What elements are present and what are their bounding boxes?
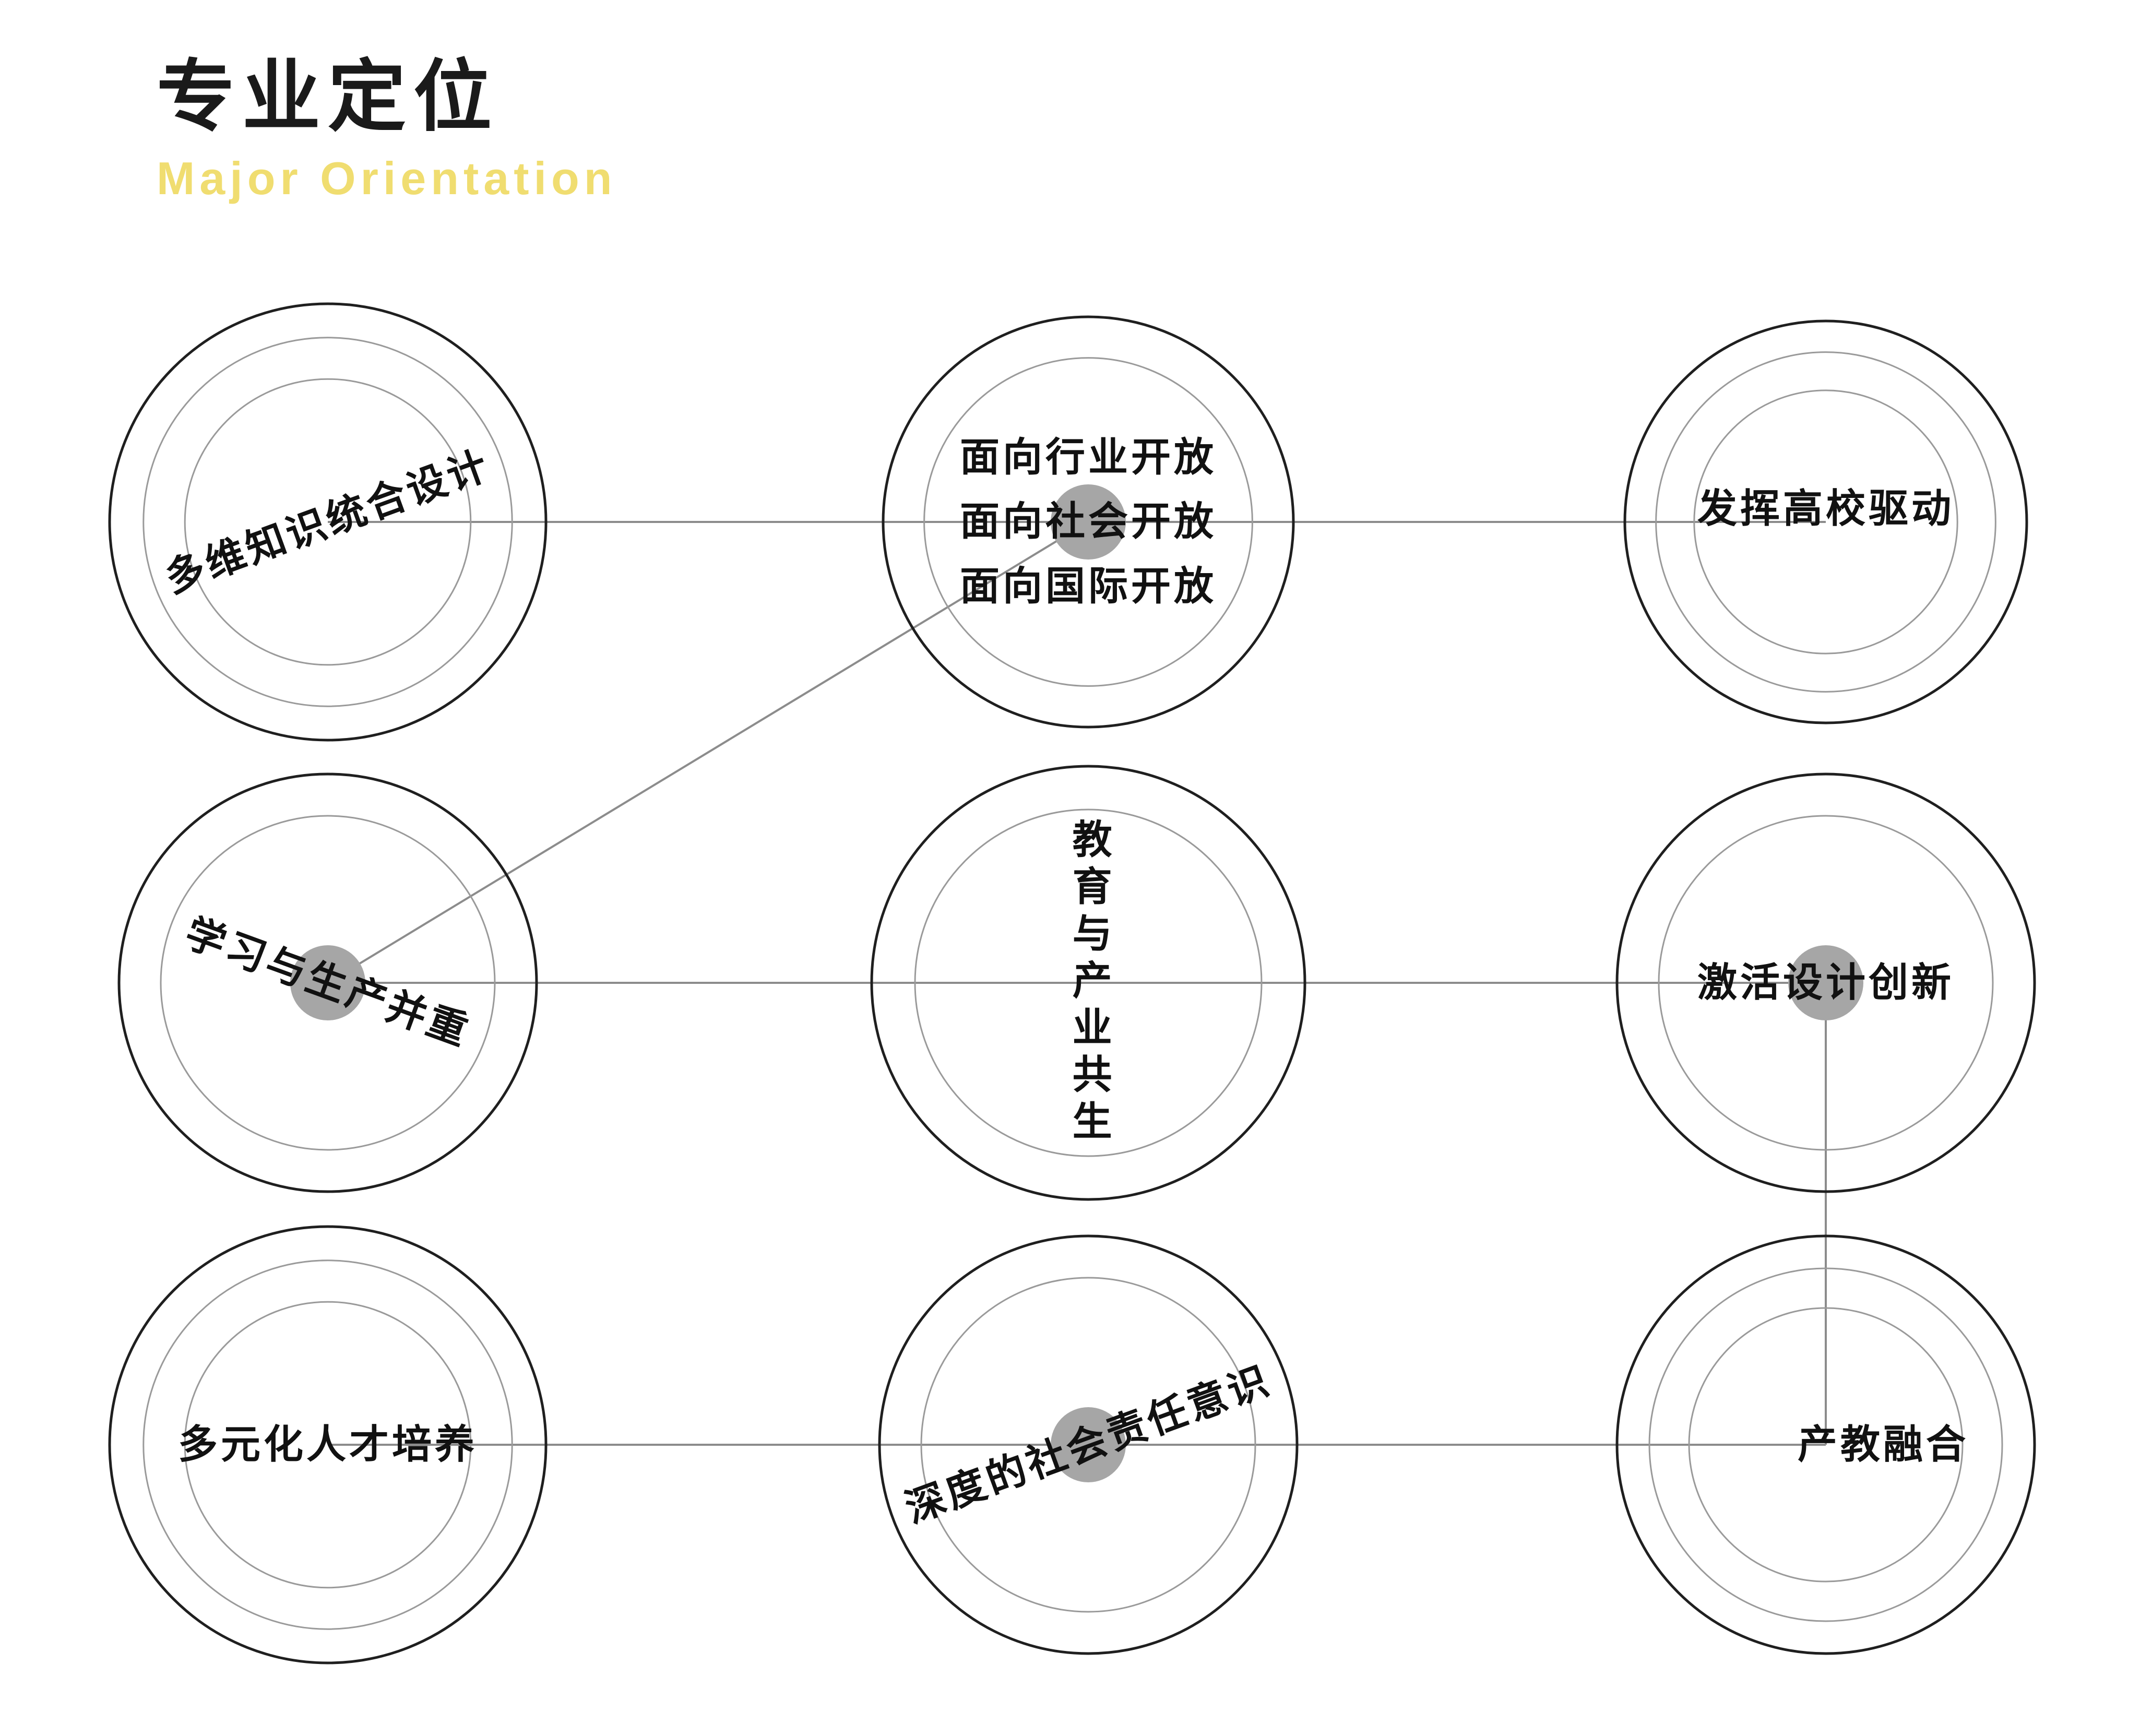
label-industry-education-fusion: 产教融合 (1798, 1422, 1969, 1467)
label-social-responsibility: 深度的社会责任意识 (899, 1358, 1277, 1532)
header: 专业定位 Major Orientation (157, 57, 617, 201)
label-diverse-talent: 多元化人才培养 (178, 1422, 478, 1467)
node-industry-education-fusion[interactable] (1615, 1234, 2036, 1655)
node-education-industry[interactable] (870, 765, 1306, 1201)
ring-1 (870, 765, 1306, 1201)
page-title: 专业定位 (157, 53, 500, 140)
node-activate-innovation[interactable] (1615, 772, 2036, 1193)
node-diverse-talent[interactable] (108, 1225, 548, 1664)
ring-1 (882, 315, 1295, 729)
ring-3 (184, 1301, 472, 1589)
ring-2 (920, 1277, 1256, 1613)
node-multi-knowledge[interactable] (108, 302, 548, 742)
ring-2 (923, 357, 1253, 687)
ring-2 (1648, 1267, 2003, 1622)
ring-2 (142, 1259, 513, 1630)
ring-1 (108, 1225, 548, 1664)
ring-2 (1655, 351, 1996, 693)
ring-3 (184, 378, 472, 666)
ring-1 (1623, 319, 2028, 724)
ring-2 (914, 808, 1263, 1157)
hub-dot (1051, 1407, 1126, 1482)
ring-1 (1615, 1234, 2036, 1655)
label-study-production: 学习与生产并重 (179, 910, 477, 1055)
hub-dot (290, 945, 365, 1020)
ring-1 (1615, 772, 2036, 1193)
circle-nodes (108, 302, 2036, 1664)
hub-dot (1051, 484, 1126, 560)
node-open-orientation[interactable] (882, 315, 1295, 729)
ring-3 (1688, 1307, 1964, 1583)
hub-dot (1788, 945, 1863, 1020)
label-university-drive: 发挥高校驱动 (1697, 486, 1954, 531)
label-activate-innovation: 激活设计创新 (1697, 960, 1954, 1005)
label-line-2: 面向社会开放 (960, 500, 1217, 544)
ring-2 (142, 337, 513, 707)
label-education-industry: 教育与产业共生 (1066, 818, 1111, 1147)
node-university-drive[interactable] (1623, 319, 2028, 724)
ring-1 (108, 302, 548, 742)
ring-1 (117, 772, 538, 1193)
connector-diag-link (327, 521, 1089, 984)
label-line-1: 面向行业开放 (960, 435, 1217, 480)
label-multi-knowledge: 多维知识统合设计 (159, 442, 496, 601)
ring-2 (160, 815, 496, 1151)
node-social-responsibility[interactable] (878, 1234, 1299, 1655)
page-subtitle: Major Orientation (157, 152, 617, 204)
label-line-3: 面向国际开放 (960, 564, 1217, 609)
ring-3 (1693, 389, 1958, 655)
ring-2 (1658, 815, 1994, 1151)
label-open-orientation: 面向行业开放面向社会开放面向国际开放 (960, 419, 1217, 625)
node-study-production[interactable] (117, 772, 538, 1193)
ring-1 (878, 1234, 1299, 1655)
